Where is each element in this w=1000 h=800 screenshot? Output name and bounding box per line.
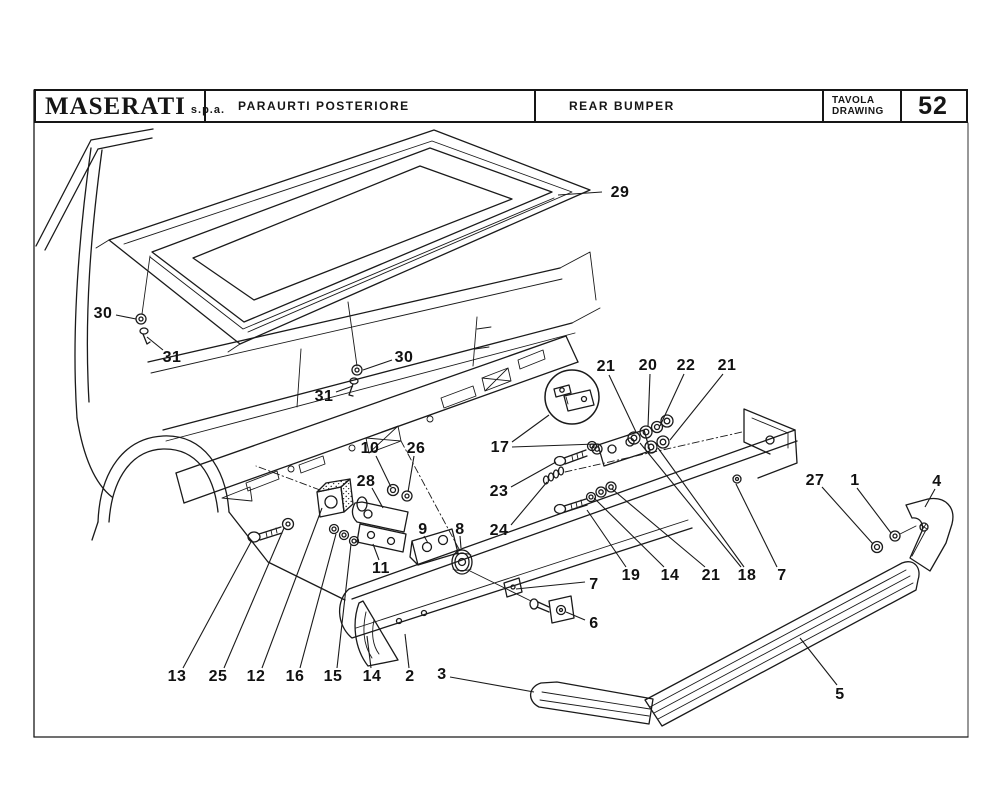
drawing-title-english: REAR BUMPER <box>536 91 824 121</box>
svg-text:7: 7 <box>589 576 598 593</box>
part-callout: 18 <box>639 442 757 584</box>
svg-text:19: 19 <box>622 567 641 584</box>
brand-suffix: s.p.a. <box>190 104 226 116</box>
bumper-armature <box>338 408 798 667</box>
svg-text:8: 8 <box>455 521 464 538</box>
part-callout: 29 <box>557 184 630 201</box>
part-callout: 21 <box>597 358 637 433</box>
svg-text:3: 3 <box>437 666 446 683</box>
svg-text:21: 21 <box>702 567 721 584</box>
part-callout: 31 <box>315 385 354 405</box>
part-callout: 10 <box>361 440 392 488</box>
spoiler-gasket <box>141 147 555 367</box>
part-callout: 4 <box>924 473 941 508</box>
part-callout: 31 <box>146 336 182 366</box>
svg-text:18: 18 <box>738 567 757 584</box>
svg-text:30: 30 <box>94 305 113 322</box>
left-mounting-hardware <box>247 440 473 575</box>
part-callout: 20 <box>639 357 658 428</box>
svg-text:4: 4 <box>932 473 941 490</box>
svg-text:21: 21 <box>597 358 616 375</box>
bumper-bracket-hardware <box>542 414 674 515</box>
svg-text:16: 16 <box>286 668 305 685</box>
part-callout: 17 <box>491 414 597 456</box>
part-callout: 9 <box>418 521 429 544</box>
svg-text:12: 12 <box>247 668 266 685</box>
part-callout: 21 <box>611 488 721 584</box>
part-callout: 3 <box>437 666 535 693</box>
svg-text:29: 29 <box>611 184 630 201</box>
svg-text:27: 27 <box>806 472 825 489</box>
svg-text:20: 20 <box>639 357 658 374</box>
svg-text:15: 15 <box>324 668 343 685</box>
svg-text:9: 9 <box>418 521 427 538</box>
part-callout: 8 <box>455 521 464 549</box>
car-body-drawing <box>35 128 601 601</box>
svg-text:21: 21 <box>718 357 737 374</box>
part-callout: 30 <box>362 349 414 371</box>
svg-text:31: 31 <box>315 388 334 405</box>
part-callout: 7 <box>515 576 598 593</box>
drawing-title-italian: PARAURTI POSTERIORE <box>206 91 536 121</box>
bumper-rubber-strips <box>529 497 954 727</box>
part-callout: 14 <box>593 497 680 584</box>
part-callout: 6 <box>565 611 598 632</box>
svg-text:31: 31 <box>163 349 182 366</box>
svg-text:26: 26 <box>407 440 426 457</box>
svg-text:24: 24 <box>490 522 509 539</box>
svg-text:17: 17 <box>491 439 510 456</box>
part-callout: 30 <box>94 305 137 322</box>
part-callout: 2 <box>404 633 414 685</box>
part-callout: 11 <box>372 543 390 577</box>
svg-text:28: 28 <box>357 473 376 490</box>
plate-label-line1: TAVOLA <box>832 94 875 106</box>
part-callout: 12 <box>247 507 323 685</box>
svg-text:23: 23 <box>490 483 509 500</box>
plate-label: TAVOLA DRAWING <box>824 91 902 121</box>
part-callout: 15 <box>324 543 352 685</box>
svg-text:13: 13 <box>168 668 187 685</box>
part-callout: 7 <box>735 483 786 584</box>
part-callout: 27 <box>806 472 874 545</box>
svg-text:10: 10 <box>361 440 380 457</box>
svg-text:14: 14 <box>363 668 382 685</box>
svg-text:7: 7 <box>777 567 786 584</box>
part-callout: 23 <box>490 461 557 500</box>
plate-label-line2: DRAWING <box>832 106 884 117</box>
plate-number: 52 <box>918 91 948 120</box>
part-callout: 28 <box>357 473 384 509</box>
svg-text:1: 1 <box>850 472 859 489</box>
part-callout: 25 <box>209 527 285 685</box>
page-frame <box>33 89 969 738</box>
detail-balloon <box>544 369 600 425</box>
part-callout: 13 <box>168 539 253 685</box>
part-callout: 14 <box>363 635 382 685</box>
callouts: 29 30 31 30 31 21 20 22 21 17 23 <box>94 184 942 703</box>
brand-name: MASERATI <box>45 92 186 120</box>
svg-text:5: 5 <box>835 686 844 703</box>
part-callout: 21 <box>669 357 737 441</box>
part-callout: 26 <box>407 440 426 493</box>
brand-cell: MASERATI s.p.a. <box>36 91 224 121</box>
part-callout: 1 <box>850 472 892 534</box>
part-callout: 5 <box>799 637 844 703</box>
part-callout: 24 <box>490 481 548 539</box>
svg-text:30: 30 <box>395 349 414 366</box>
svg-text:22: 22 <box>677 357 696 374</box>
svg-text:2: 2 <box>405 668 414 685</box>
svg-text:25: 25 <box>209 668 228 685</box>
svg-text:11: 11 <box>372 560 390 577</box>
part-callout: 22 <box>659 357 696 427</box>
part-callout: 19 <box>586 509 641 584</box>
part-callout: 16 <box>286 533 337 685</box>
svg-text:6: 6 <box>589 615 598 632</box>
spoiler-fasteners <box>135 313 363 397</box>
title-block: MASERATI s.p.a. PARAURTI POSTERIORE REAR… <box>34 89 968 123</box>
svg-text:14: 14 <box>661 567 680 584</box>
